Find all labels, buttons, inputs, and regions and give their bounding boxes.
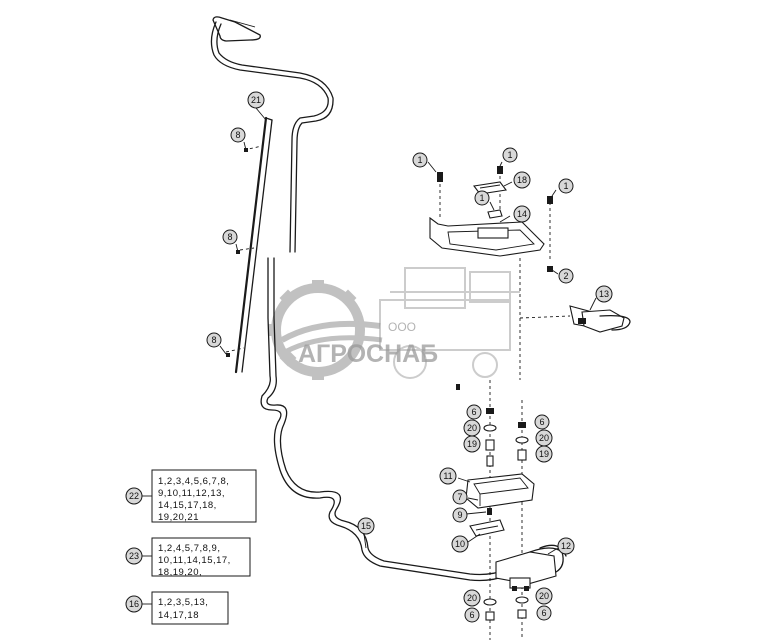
kit-22-line-3: 14,15,17,18, bbox=[158, 500, 217, 511]
fastener-stack-left bbox=[456, 380, 497, 640]
connector-12 bbox=[483, 544, 567, 621]
callout-15: 15 bbox=[357, 517, 375, 535]
wiring-harness bbox=[210, 16, 506, 582]
callout-20: 20 bbox=[535, 429, 553, 447]
svg-text:6: 6 bbox=[541, 608, 546, 618]
gear-logo-icon bbox=[268, 280, 383, 380]
svg-text:12: 12 bbox=[561, 541, 571, 551]
svg-text:19: 19 bbox=[467, 439, 477, 449]
rail-21 bbox=[225, 116, 273, 374]
svg-text:9: 9 bbox=[457, 510, 462, 520]
combine-harvester-icon bbox=[379, 267, 520, 379]
connector-13 bbox=[519, 305, 631, 333]
callout-1: 1 bbox=[412, 152, 428, 168]
svg-text:7: 7 bbox=[457, 492, 462, 502]
callout-13: 13 bbox=[595, 285, 613, 303]
svg-text:11: 11 bbox=[443, 471, 452, 481]
control-module-11 bbox=[465, 473, 535, 509]
svg-text:14: 14 bbox=[517, 209, 527, 219]
callout-11: 11 bbox=[439, 467, 457, 485]
callout-20: 20 bbox=[535, 587, 553, 605]
svg-text:13: 13 bbox=[599, 289, 609, 299]
kit-23-callout: 23 bbox=[129, 551, 139, 561]
kit-22: 22 1,2,3,4,5,6,7,8, 9,10,11,12,13, 14,15… bbox=[125, 469, 257, 523]
callout-8: 8 bbox=[206, 332, 222, 348]
kit-23-line-1: 1,2,4,5,7,8,9, bbox=[158, 543, 220, 554]
svg-text:1: 1 bbox=[507, 150, 512, 160]
svg-text:6: 6 bbox=[539, 417, 544, 427]
callout-10: 10 bbox=[451, 535, 469, 553]
svg-text:15: 15 bbox=[361, 521, 371, 531]
svg-text:20: 20 bbox=[467, 423, 477, 433]
callout-18: 18 bbox=[513, 171, 531, 189]
kit-16: 16 1,2,3,5,13, 14,17,18 bbox=[125, 591, 229, 625]
svg-text:6: 6 bbox=[469, 610, 474, 620]
callout-19: 19 bbox=[535, 445, 553, 463]
callout-8: 8 bbox=[230, 127, 246, 143]
callout-6: 6 bbox=[534, 414, 550, 430]
callout-20: 20 bbox=[463, 419, 481, 437]
callout-8: 8 bbox=[222, 229, 238, 245]
callout-20: 20 bbox=[463, 589, 481, 607]
kit-16-callout: 16 bbox=[129, 599, 139, 609]
svg-text:20: 20 bbox=[539, 591, 549, 601]
svg-text:20: 20 bbox=[467, 593, 477, 603]
svg-text:1: 1 bbox=[563, 181, 568, 191]
fastener-stack-right bbox=[515, 400, 529, 640]
kit-23-line-2: 10,11,14,15,17, bbox=[158, 555, 231, 566]
svg-text:21: 21 bbox=[251, 95, 261, 105]
svg-text:19: 19 bbox=[539, 449, 549, 459]
callout-6: 6 bbox=[464, 607, 480, 623]
svg-text:1: 1 bbox=[417, 155, 422, 165]
callout-9: 9 bbox=[452, 507, 468, 523]
callout-6: 6 bbox=[466, 404, 482, 420]
kit-23-line-3: 18,19,20, bbox=[158, 567, 202, 578]
watermark-prefix: ООО bbox=[388, 320, 416, 334]
kit-22-line-2: 9,10,11,12,13, bbox=[158, 488, 225, 499]
callout-2: 2 bbox=[558, 268, 574, 284]
leader-lines bbox=[219, 107, 597, 555]
bracket-10 bbox=[469, 508, 505, 537]
callout-1: 1 bbox=[474, 190, 490, 206]
svg-text:8: 8 bbox=[211, 335, 216, 345]
callout-14: 14 bbox=[513, 205, 531, 223]
kit-22-line-1: 1,2,3,4,5,6,7,8, bbox=[158, 476, 229, 487]
svg-text:8: 8 bbox=[227, 232, 232, 242]
svg-text:20: 20 bbox=[539, 433, 549, 443]
watermark-name: АГРОСНАБ bbox=[298, 340, 438, 368]
svg-text:18: 18 bbox=[517, 175, 527, 185]
callout-1: 1 bbox=[502, 147, 518, 163]
callout-1: 1 bbox=[558, 178, 574, 194]
kit-16-line-2: 14,17,18 bbox=[158, 610, 199, 621]
kit-22-callout: 22 bbox=[129, 491, 139, 501]
kit-23: 23 1,2,4,5,7,8,9, 10,11,14,15,17, 18,19,… bbox=[125, 537, 251, 578]
callout-21: 21 bbox=[247, 91, 265, 109]
kit-16-line-1: 1,2,3,5,13, bbox=[158, 597, 208, 608]
svg-text:8: 8 bbox=[235, 130, 240, 140]
callout-6: 6 bbox=[536, 605, 552, 621]
callout-19: 19 bbox=[463, 435, 481, 453]
watermark: ООО АГРОСНАБ bbox=[268, 267, 520, 380]
kit-22-line-4: 19,20,21 bbox=[158, 512, 199, 523]
callout-7: 7 bbox=[452, 489, 468, 505]
svg-text:1: 1 bbox=[479, 193, 484, 203]
callout-12: 12 bbox=[557, 537, 575, 555]
svg-text:10: 10 bbox=[455, 539, 465, 549]
svg-text:2: 2 bbox=[563, 271, 568, 281]
svg-text:6: 6 bbox=[471, 407, 476, 417]
